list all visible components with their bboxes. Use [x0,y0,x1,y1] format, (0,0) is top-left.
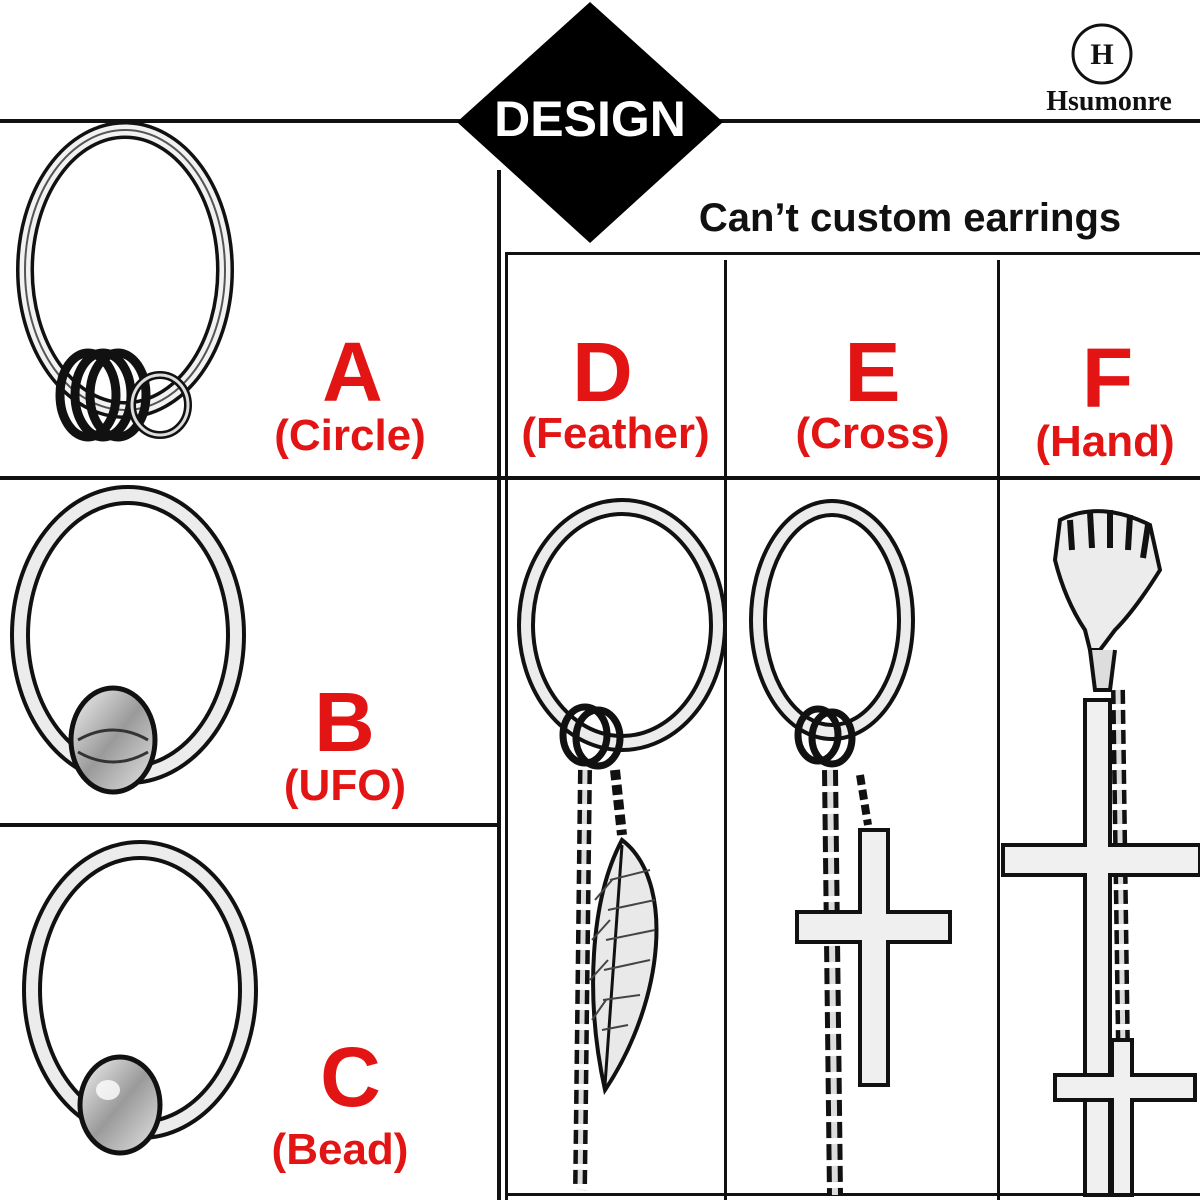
center-vertical-divider [497,170,501,1200]
brand-name: Hsumonre [1046,86,1172,117]
hoop-rings-earring-icon [16,121,234,442]
hoop-cross-earring-icon [749,499,952,1196]
design-badge-diamond [457,2,723,243]
top-divider-right [710,119,1200,123]
column-divider-ef [997,260,1000,1200]
option-f-name: (Hand) [1035,417,1175,466]
option-c-letter: C [320,1030,381,1124]
bottom-border [505,1193,1200,1196]
option-b-letter: B [314,675,375,769]
row-divider-1 [0,476,1200,480]
hoop-ufo-earring-icon [10,485,246,795]
option-a-name: (Circle) [274,411,426,460]
brand-logo-icon: H [1071,23,1133,85]
hand-cross-earring-icon [1001,509,1200,1197]
top-divider-left [0,119,470,123]
hoop-bead-earring-icon [22,840,258,1156]
option-a-letter: A [322,325,383,419]
option-b-name: (UFO) [283,761,407,810]
option-f-letter: F [1081,331,1134,425]
row-divider-2 [0,823,499,827]
custom-notice: Can’t custom earrings [698,196,1122,240]
option-e-letter: E [844,325,901,419]
option-d-letter: D [572,325,633,419]
option-e-name: (Cross) [795,409,950,458]
hoop-feather-earring-icon [517,498,727,1191]
right-header-divider [505,252,1200,255]
design-badge-label: DESIGN [494,91,686,147]
inner-left-border [505,252,508,1200]
brand-logo-letter: H [1090,38,1113,71]
column-divider-de [724,260,727,1200]
option-c-name: (Bead) [271,1125,409,1174]
option-d-name: (Feather) [521,409,710,458]
